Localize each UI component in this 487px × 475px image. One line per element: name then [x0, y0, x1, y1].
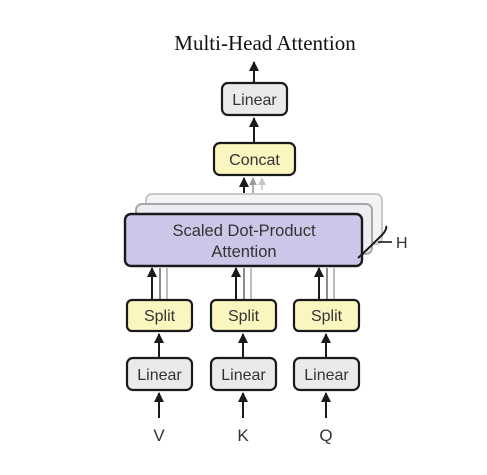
final-linear-block: Linear — [220, 81, 289, 117]
split-label-v: Split — [144, 308, 176, 325]
split-to-attention-arrows — [147, 267, 335, 299]
split-label-k: Split — [228, 308, 260, 325]
input-linear-label-q: Linear — [304, 367, 349, 384]
concat-label: Concat — [229, 152, 280, 169]
diagram-title: Multi-Head Attention — [174, 31, 356, 55]
heads-label: H — [396, 235, 408, 252]
concat-block: Concat — [212, 141, 297, 177]
input-label-k: K — [237, 426, 249, 445]
input-label-q: Q — [319, 426, 332, 445]
input-linear-label-v: Linear — [137, 367, 182, 384]
input-arrows — [154, 392, 331, 418]
scaled-dot-product-attention-block: Scaled Dot-Product Attention — [123, 212, 364, 268]
input-label-v: V — [153, 426, 165, 445]
input-linear-block-v: Linear — [125, 356, 194, 392]
linear-to-split-arrows — [154, 333, 331, 357]
attention-label-line1: Scaled Dot-Product — [172, 222, 315, 240]
final-linear-label: Linear — [232, 92, 277, 109]
split-block-k: Split — [209, 298, 278, 333]
split-block-q: Split — [292, 298, 361, 333]
attention-label-line2: Attention — [211, 243, 276, 261]
input-linear-label-k: Linear — [221, 367, 266, 384]
input-linear-block-k: Linear — [209, 356, 278, 392]
split-label-q: Split — [311, 308, 343, 325]
input-linear-block-q: Linear — [292, 356, 361, 392]
heads-brace — [357, 225, 388, 259]
split-block-v: Split — [125, 298, 194, 333]
